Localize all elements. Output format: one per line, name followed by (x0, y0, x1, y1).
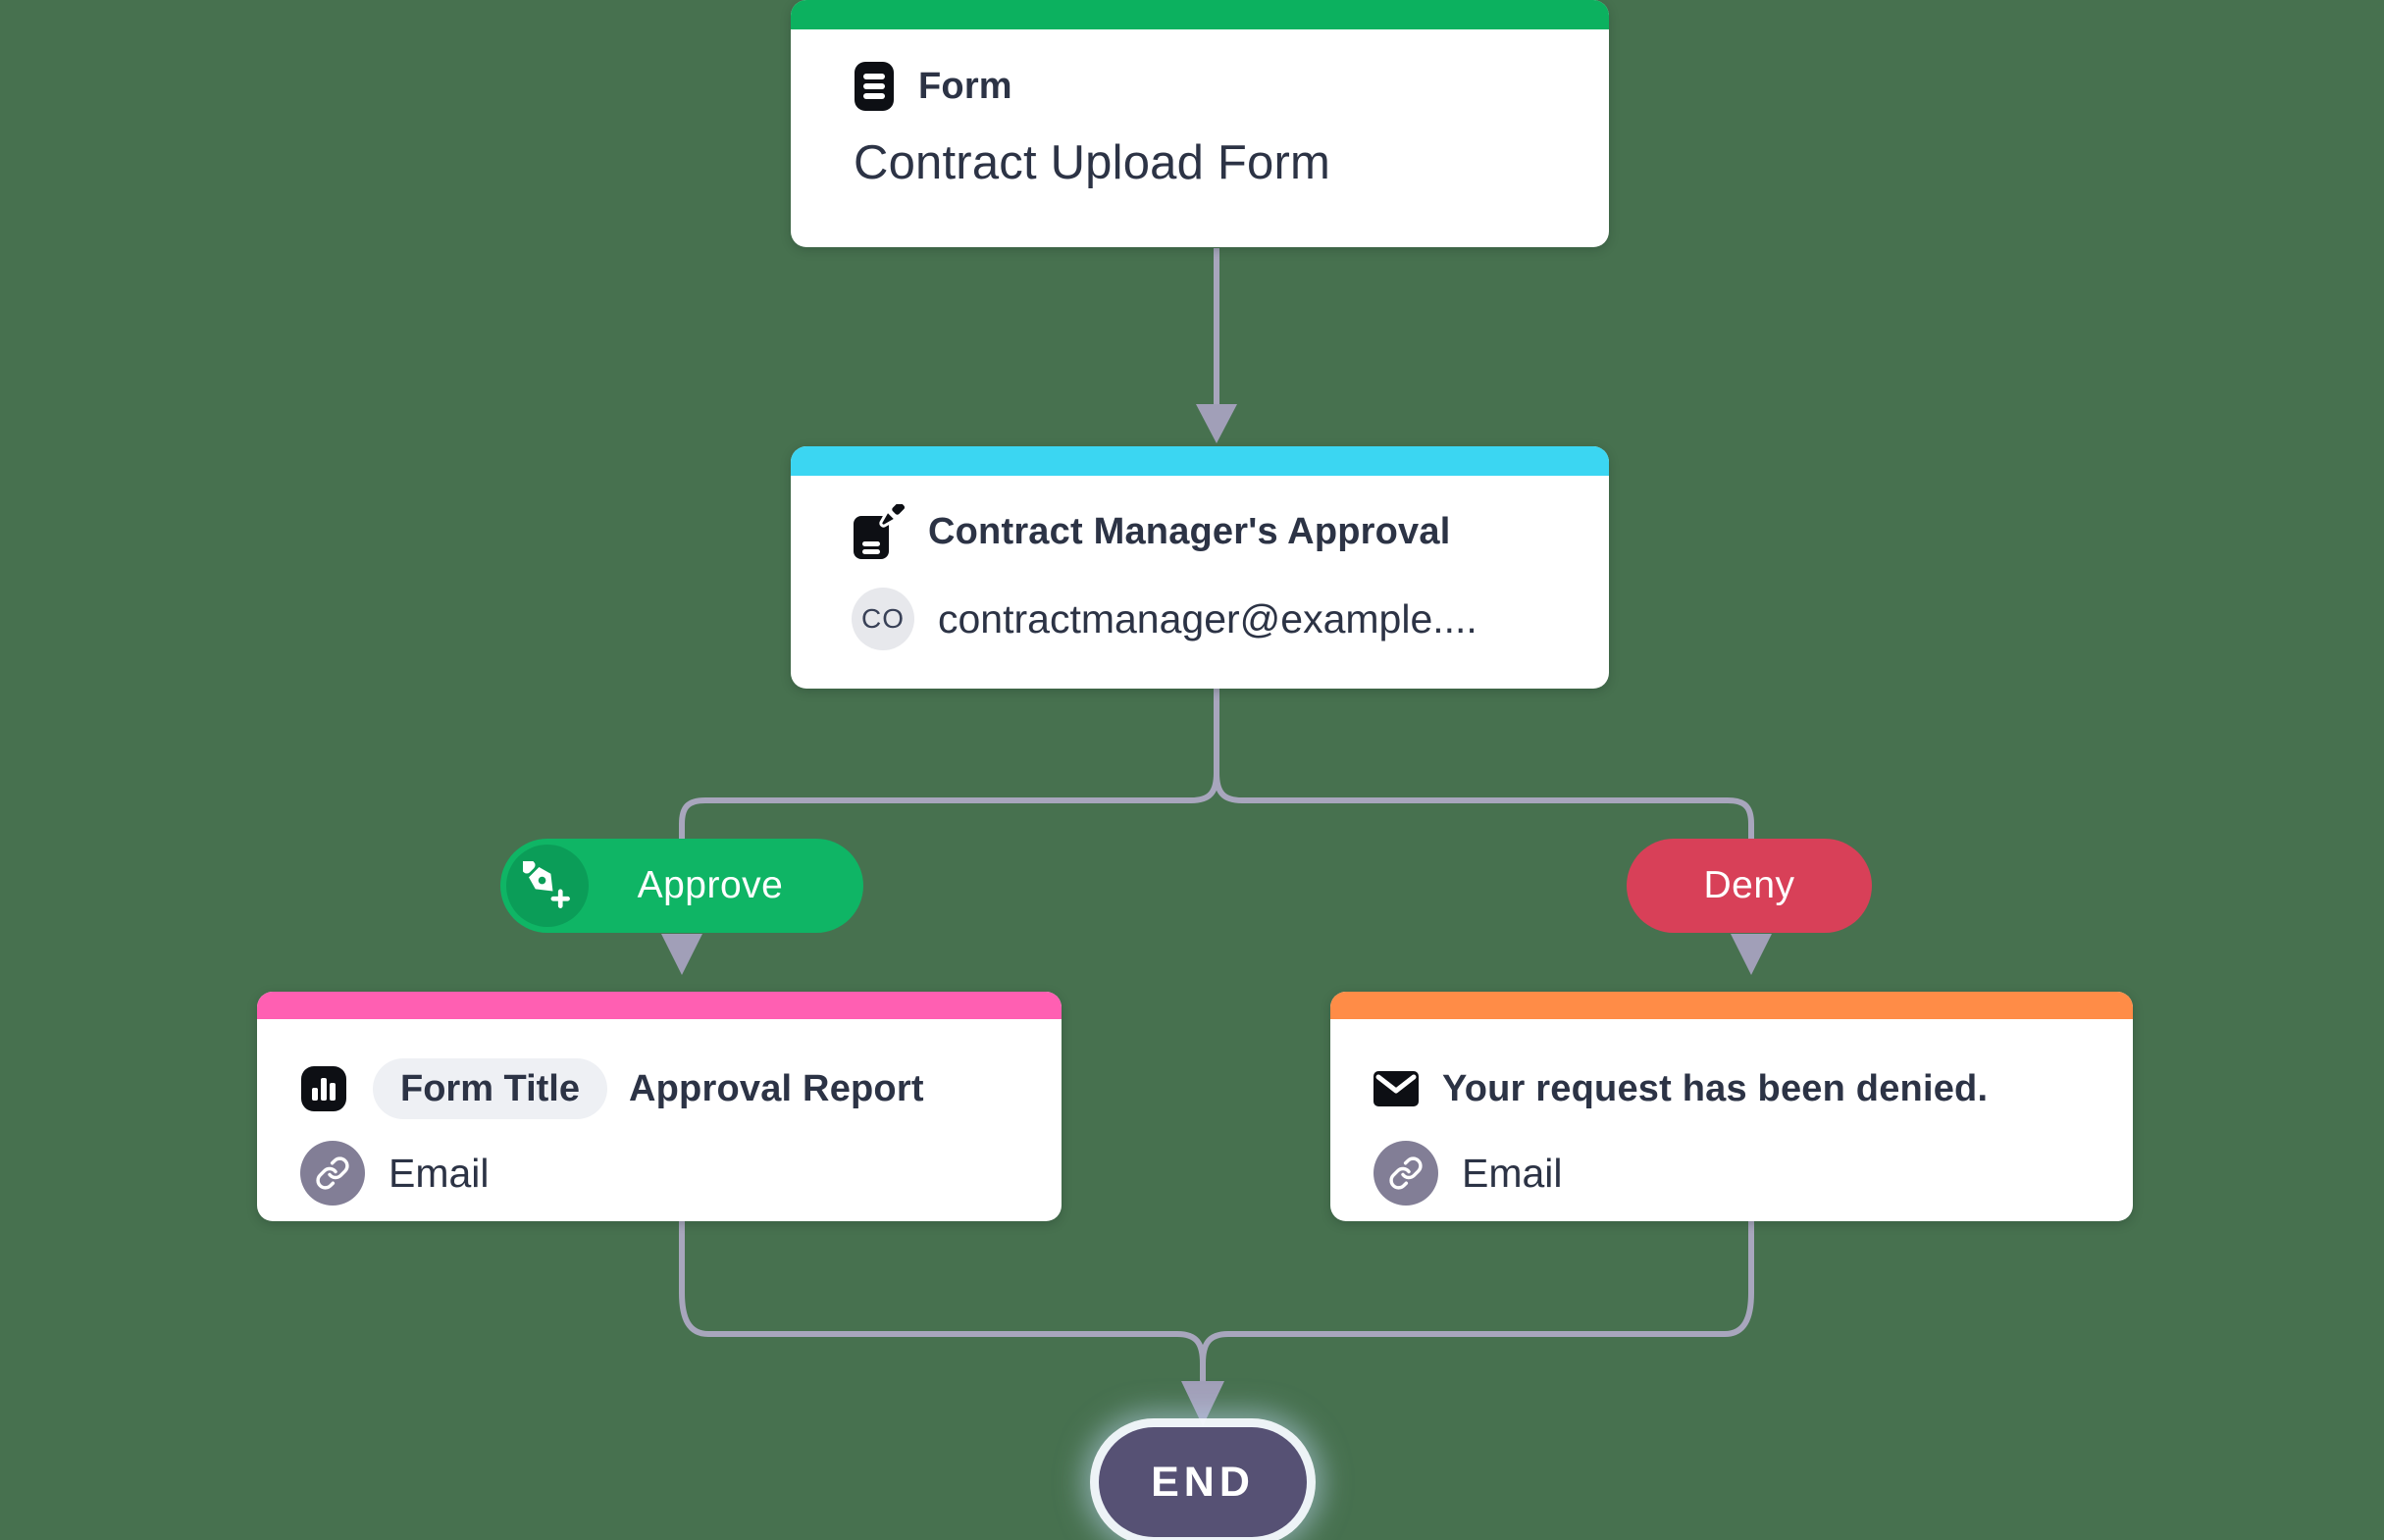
approval-node-title: Contract Manager's Approval (928, 510, 1451, 552)
report-node-accent-bar (257, 992, 1062, 1019)
form-node-accent-bar (791, 0, 1609, 29)
approver-avatar: CO (852, 588, 914, 650)
bar-chart-icon (300, 1065, 347, 1112)
denial-node-title: Your request has been denied. (1442, 1067, 1989, 1109)
approval-signature-icon (852, 504, 905, 559)
link-icon (1388, 1155, 1424, 1191)
email-link-circle (1373, 1141, 1438, 1206)
form-title-badge: Form Title (373, 1058, 607, 1119)
deny-branch-label: Deny (1703, 864, 1795, 906)
connector-merge-right (1200, 1221, 1754, 1364)
form-node-card[interactable]: Form Contract Upload Form (791, 0, 1609, 247)
denial-channel-label: Email (1462, 1150, 1563, 1196)
arrowhead-to-approval (1196, 404, 1237, 443)
end-node[interactable]: END (1099, 1427, 1307, 1537)
end-node-label: END (1151, 1458, 1255, 1506)
denial-email-node-card[interactable]: Your request has been denied. Email (1330, 992, 2133, 1221)
deny-branch-pill[interactable]: Deny (1627, 839, 1872, 933)
approve-branch-pill[interactable]: Approve (500, 839, 863, 933)
approval-node-accent-bar (791, 446, 1609, 476)
approval-node-card[interactable]: Contract Manager's Approval CO contractm… (791, 446, 1609, 689)
connector-fork-right (1214, 689, 1754, 840)
form-node-kind-label: Form (918, 65, 1012, 107)
arrowhead-to-report (661, 934, 702, 975)
report-node-title: Approval Report (629, 1067, 924, 1109)
approver-email: contractmanager@example.... (938, 595, 1477, 642)
pen-nib-plus-icon (523, 861, 572, 910)
connector-fork-left (679, 689, 1219, 840)
form-node-title: Contract Upload Form (854, 136, 1331, 189)
report-channel-label: Email (389, 1150, 490, 1196)
approve-branch-label: Approve (637, 864, 784, 906)
connector-merge-left (679, 1221, 1206, 1412)
envelope-icon (1373, 1071, 1419, 1106)
form-icon (854, 61, 895, 112)
denial-node-accent-bar (1330, 992, 2133, 1019)
email-link-circle (300, 1141, 365, 1206)
approve-pen-circle (506, 845, 589, 927)
arrowhead-to-denial (1731, 934, 1772, 975)
report-email-node-card[interactable]: Form Title Approval Report Email (257, 992, 1062, 1221)
link-icon (315, 1155, 350, 1191)
arrowhead-to-end (1181, 1381, 1224, 1426)
